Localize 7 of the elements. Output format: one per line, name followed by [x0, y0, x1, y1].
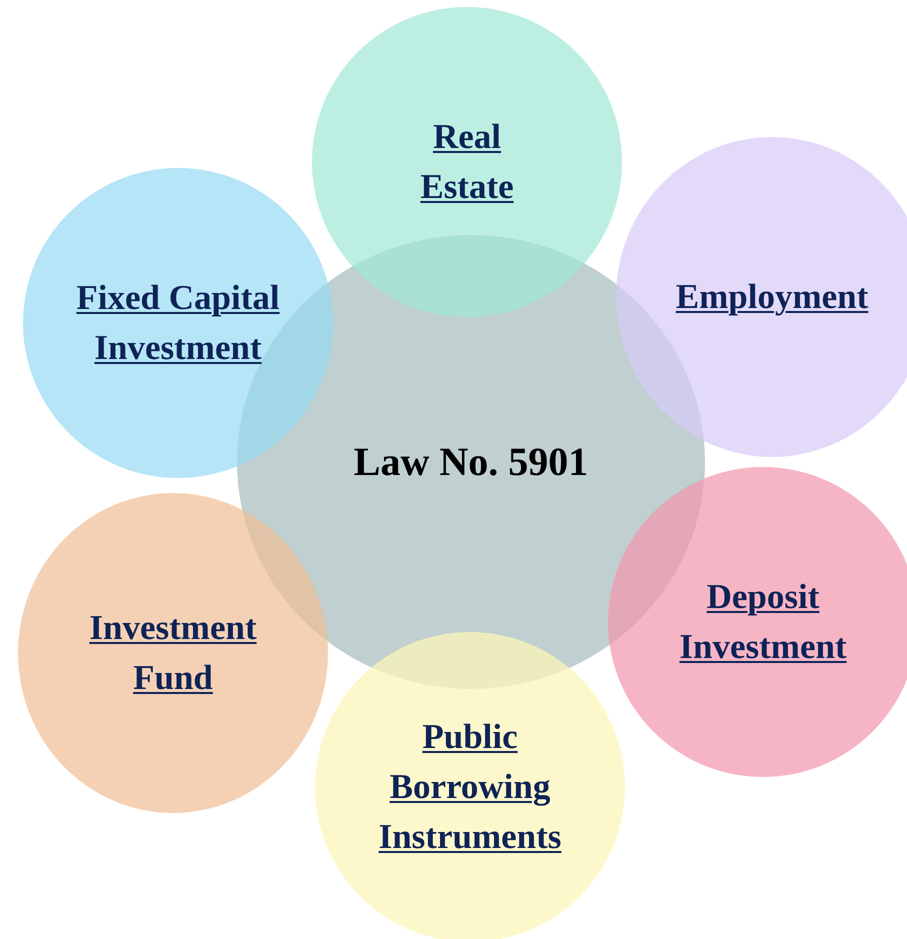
topic-label: Public Borrowing Instruments [378, 716, 562, 858]
topic-label: Deposit Investment [678, 576, 848, 668]
topic-label: Fixed Capital Investment [75, 277, 281, 369]
center-label: Law No. 5901 [354, 438, 588, 486]
topic-label: Real Estate [419, 116, 515, 208]
topic-label: Employment [676, 276, 868, 318]
topic-label: Investment Fund [88, 607, 258, 699]
